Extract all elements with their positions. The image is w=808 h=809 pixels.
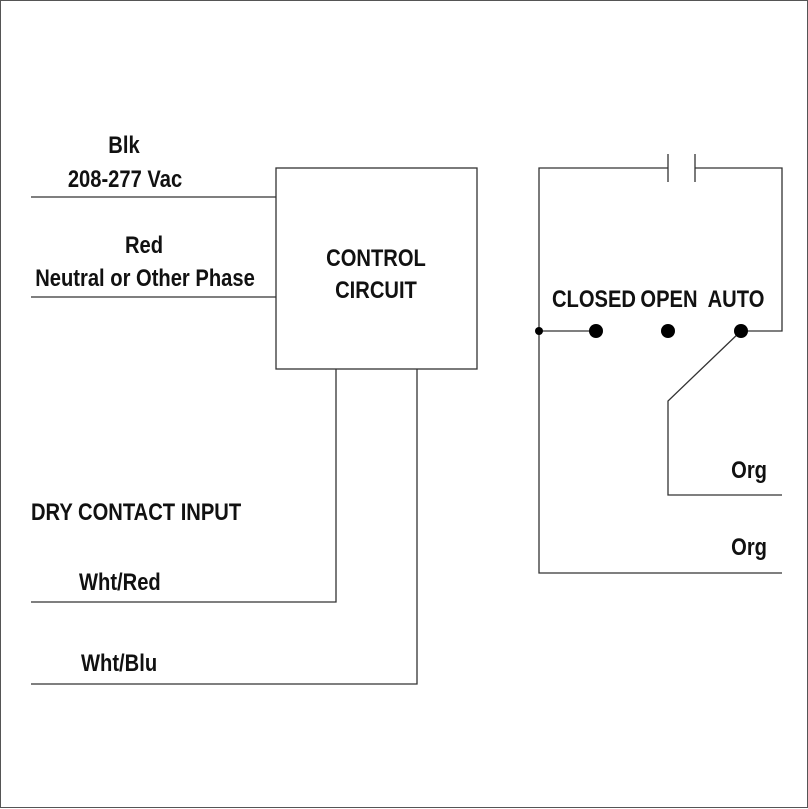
control-label-line1: CONTROL (326, 245, 426, 272)
relay-loop-left (538, 167, 782, 574)
label-open: OPEN (640, 286, 698, 313)
label-wht-blu: Wht/Blu (81, 650, 158, 677)
terminal-open (661, 324, 675, 338)
wire-wht-blu (31, 369, 418, 685)
wire-wht-red (31, 369, 337, 603)
junction-dot (535, 327, 543, 335)
label-blk: Blk (108, 132, 140, 159)
label-wht-red: Wht/Red (79, 569, 161, 596)
terminal-auto (734, 324, 748, 338)
control-circuit-box (275, 167, 478, 370)
label-neutral: Neutral or Other Phase (35, 265, 255, 292)
terminal-closed (589, 324, 603, 338)
label-org-1: Org (731, 457, 767, 484)
label-closed: CLOSED (551, 286, 636, 313)
switch-arm (667, 330, 782, 496)
relay-loop-right (695, 167, 783, 332)
control-label-line2: CIRCUIT (335, 277, 417, 304)
label-auto: AUTO (707, 286, 765, 313)
label-org-2: Org (731, 534, 767, 561)
label-red: Red (124, 232, 164, 259)
dry-contact-title: DRY CONTACT INPUT (31, 499, 242, 526)
label-voltage: 208-277 Vac (67, 166, 183, 193)
